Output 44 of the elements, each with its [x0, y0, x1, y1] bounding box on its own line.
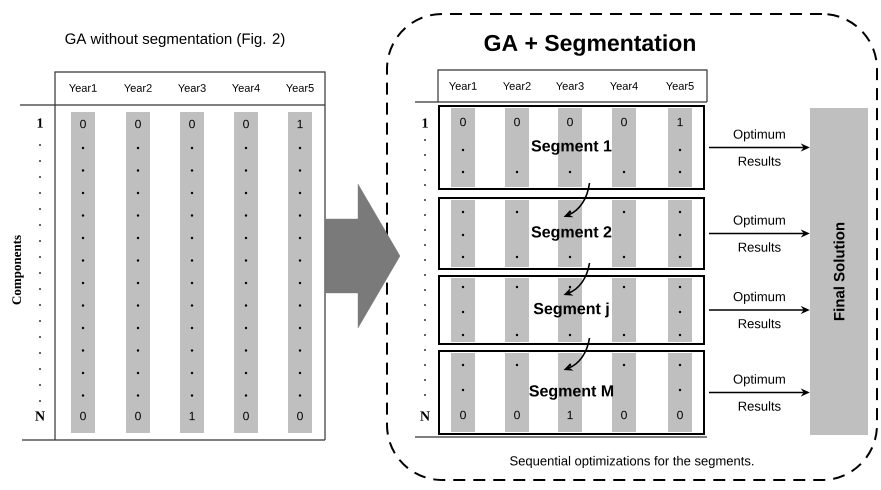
- column-header: Year2: [124, 84, 152, 92]
- edge-label: Optimum Results: [734, 374, 785, 411]
- cell-value: 0: [189, 120, 195, 128]
- cell-value: 0: [514, 118, 520, 126]
- axis-label: Components: [12, 235, 24, 304]
- column-header: Year2: [503, 82, 531, 90]
- cell-value: 1: [298, 120, 303, 128]
- cell-value: 0: [460, 410, 466, 420]
- row-label: 1: [38, 118, 43, 128]
- column-header: Year4: [232, 84, 260, 92]
- column-header: Year3: [178, 84, 206, 92]
- result-bar: Final Solution: [810, 108, 868, 435]
- cell-value: 0: [135, 120, 141, 128]
- segment-box: Segment 2: [438, 197, 705, 270]
- column-header: Year4: [610, 82, 638, 90]
- cell-value: 0: [80, 120, 86, 128]
- edge-label: Optimum Results: [734, 215, 785, 252]
- column-header: Year1: [449, 82, 477, 90]
- cell-value: 0: [621, 118, 627, 126]
- cell-value: 0: [567, 118, 573, 126]
- edge-label: Optimum Results: [734, 129, 785, 166]
- cell-value: 0: [460, 118, 466, 126]
- cell-value: 0: [243, 412, 249, 420]
- cell-value: 1: [568, 410, 573, 420]
- cell-value: 0: [297, 412, 303, 420]
- row-label: N: [35, 411, 45, 421]
- cell-value: 1: [678, 118, 683, 126]
- cell-value: 0: [621, 410, 627, 420]
- cell-value: 0: [135, 412, 141, 420]
- cell-value: 0: [514, 410, 520, 420]
- column-header: Year1: [69, 84, 97, 92]
- column-header: Year3: [556, 82, 584, 90]
- heading: GA + Segmentation: [484, 34, 695, 56]
- cell-value: 1: [190, 412, 195, 420]
- segment-box: Segment j: [438, 275, 705, 345]
- block-arrow: [325, 184, 400, 328]
- column-header: Year5: [666, 82, 694, 90]
- summary-text: Sequential optimizations for the segments.: [510, 456, 754, 468]
- column-header: Year5: [286, 84, 314, 92]
- cell-value: 0: [80, 412, 86, 420]
- cell-value: 0: [243, 120, 249, 128]
- heading: GA without segmentation (Fig. 2): [65, 33, 284, 47]
- cell-value: 0: [677, 410, 683, 420]
- edge-label: Optimum Results: [734, 292, 785, 328]
